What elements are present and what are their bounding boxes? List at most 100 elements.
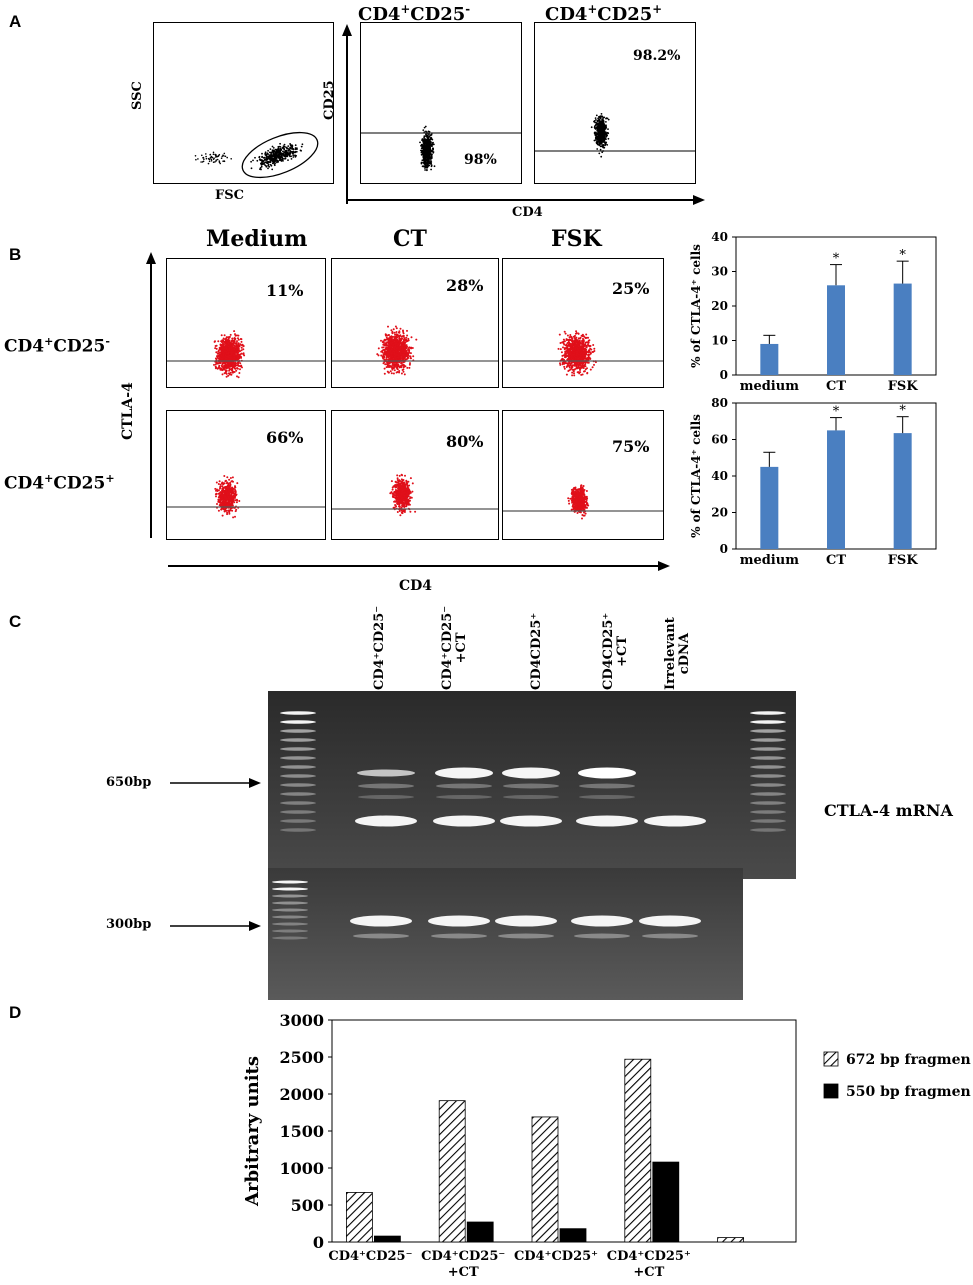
panel-letter-c: C	[9, 612, 22, 631]
gel-band	[571, 915, 633, 927]
x-tick-label: +CT	[448, 1265, 479, 1280]
gel-band	[280, 828, 316, 832]
gel-band	[280, 756, 316, 760]
x-tick-label: medium	[740, 553, 800, 568]
y-tick-label: 3000	[279, 1011, 324, 1030]
gel-band	[272, 915, 308, 919]
panel-letter-a: A	[9, 12, 22, 31]
gel-band	[642, 933, 698, 939]
gel-band	[431, 933, 487, 939]
marker-300bp: 300bp	[106, 917, 152, 932]
gel-band	[272, 887, 308, 891]
y-tick-label: 2500	[279, 1048, 324, 1067]
cd4-cd25neg-scatter	[361, 125, 521, 172]
arrow-650bp	[170, 778, 261, 788]
gel-band	[272, 894, 308, 898]
flow-plot-cd25pos-medium	[166, 410, 326, 540]
gel-band	[280, 720, 316, 724]
gel-band	[280, 801, 316, 805]
x-tick-label: medium	[740, 379, 800, 394]
bar	[559, 1228, 587, 1243]
cd4-axis-label-a: CD4	[512, 205, 543, 220]
y-axis-label: % of CTLA-4⁺ cells	[689, 244, 703, 368]
legend-swatch	[823, 1083, 839, 1099]
bar	[893, 283, 912, 375]
y-tick-label: 10	[711, 334, 728, 348]
cd4-cd25pos-plot	[534, 22, 696, 184]
significance-star: *	[833, 252, 840, 267]
gel-band	[750, 765, 786, 769]
y-tick-label: 500	[291, 1196, 324, 1215]
gel-band	[750, 729, 786, 733]
lane-label: CD4CD25⁺	[529, 612, 544, 690]
gel-control-bands	[268, 868, 743, 1000]
panel-letter-d: D	[9, 1003, 22, 1022]
bar	[652, 1161, 680, 1243]
bar	[717, 1237, 745, 1243]
panel-letter-b: B	[9, 245, 22, 264]
gel-band	[280, 819, 316, 823]
gel-band	[280, 729, 316, 733]
pct-cd25neg-ct: 28%	[446, 276, 484, 295]
arrow-300bp	[170, 921, 261, 931]
bar	[373, 1235, 401, 1243]
y-tick-label: 1000	[279, 1159, 324, 1178]
col-header-ct: CT	[393, 226, 427, 252]
lane-label: CD4⁺CD25⁻	[372, 605, 387, 690]
gel-band	[280, 783, 316, 787]
gel-band	[436, 795, 492, 799]
gel-band	[280, 792, 316, 796]
bar	[827, 285, 845, 375]
plot-frame	[331, 1019, 797, 1243]
y-tick-label: 0	[313, 1233, 324, 1252]
gel-band	[353, 933, 409, 939]
legend-label: 550 bp fragment	[846, 1084, 971, 1100]
y-tick-label: 60	[711, 433, 728, 447]
flow-plot-cd25neg-ct	[331, 258, 499, 388]
gel-band	[495, 915, 557, 927]
bar-chart-d: 050010001500200025003000CD4⁺CD25⁻CD4⁺CD2…	[242, 1011, 971, 1280]
gel-band	[272, 880, 308, 884]
significance-star: *	[899, 404, 906, 419]
bar	[760, 466, 779, 549]
y-tick-label: 30	[711, 265, 728, 279]
bar	[438, 1100, 466, 1243]
gel-band	[644, 815, 706, 827]
gel-band	[272, 908, 308, 912]
gel-band	[750, 756, 786, 760]
gel-band	[350, 915, 412, 927]
significance-star: *	[899, 248, 906, 263]
marker-650bp: 650bp	[106, 775, 152, 790]
row-label-cd25pos: CD4+CD25+	[4, 472, 115, 494]
fsc-ssc-scatter	[194, 131, 319, 179]
row-label-cd25neg: CD4+CD25-	[4, 335, 110, 357]
x-tick-label: FSK	[888, 553, 919, 568]
gel-band	[436, 783, 492, 789]
gel-control	[268, 868, 743, 1000]
y-tick-label: 40	[711, 469, 728, 483]
gel-band	[750, 801, 786, 805]
significance-star: *	[833, 405, 840, 420]
x-tick-label: +CT	[633, 1265, 664, 1280]
y-tick-label: 0	[720, 542, 728, 556]
cd25-axis-label: CD25	[322, 80, 337, 120]
pct-cd25pos-ct: 80%	[446, 432, 484, 451]
pct-cd25pos-fsk: 75%	[612, 437, 650, 456]
gel-band	[357, 769, 415, 777]
x-tick-label: CT	[826, 553, 846, 568]
gel-band	[576, 815, 638, 827]
gel-band	[355, 815, 417, 827]
bar	[893, 433, 912, 549]
flow-plot-cd25neg-fsk	[502, 258, 664, 388]
gel-band	[750, 810, 786, 814]
legend-label: 672 bp fragment	[846, 1052, 971, 1068]
gel-band	[639, 915, 701, 927]
gate-ellipse	[241, 131, 319, 179]
plot2-percent: 98.2%	[633, 48, 681, 64]
gel-band	[750, 783, 786, 787]
panel-a-axes	[342, 24, 705, 205]
x-tick-label: CD4⁺CD25⁻	[421, 1249, 505, 1264]
y-axis-label: % of CTLA-4⁺ cells	[689, 414, 703, 538]
gel-band	[750, 747, 786, 751]
bar	[346, 1192, 373, 1243]
